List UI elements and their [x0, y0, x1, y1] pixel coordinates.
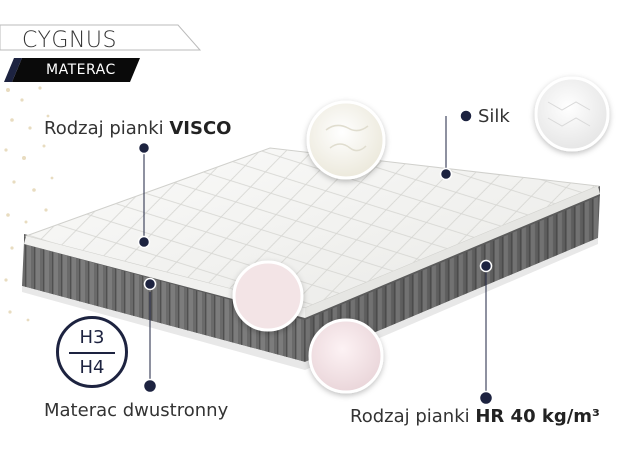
brand-subtitle: MATERAC [46, 62, 116, 78]
marker-two-sided-top [143, 277, 157, 291]
hardness-bottom: H4 [79, 357, 105, 378]
marker-hr-label [478, 390, 494, 406]
marker-visco-label [137, 141, 151, 155]
marker-two-sided-label [142, 378, 158, 394]
header-banner-shape [0, 24, 202, 82]
visco-label-bold: VISCO [169, 118, 232, 139]
hr-foam-inset [308, 318, 384, 394]
mattress-right-side [305, 193, 600, 362]
marker-visco-top [137, 235, 151, 249]
mattress-front-side [22, 242, 305, 362]
hardness-top: H3 [79, 327, 105, 348]
hr-label-text: Rodzaj pianki [350, 406, 476, 427]
decorative-stars [4, 86, 54, 322]
hardness-divider [69, 352, 115, 354]
hr-label-bold: HR 40 kg/m³ [475, 406, 600, 427]
two-sided-label: Materac dwustronny [44, 400, 229, 421]
marker-hr-top [479, 259, 493, 273]
visco-foam-inset [306, 100, 386, 180]
hardness-badge: H3 H4 [56, 316, 128, 388]
marker-silk-top [439, 167, 453, 181]
marker-silk-label [459, 109, 473, 123]
brand-title: CYGNUS [22, 28, 117, 53]
brand-header: CYGNUS MATERAC [0, 0, 210, 90]
foam-layers-inset [232, 260, 304, 332]
visco-label: Rodzaj pianki VISCO [44, 118, 231, 139]
hr-foam-label: Rodzaj pianki HR 40 kg/m³ [350, 406, 600, 427]
silk-fabric-inset [534, 76, 610, 152]
silk-label: Silk [478, 106, 510, 127]
visco-label-text: Rodzaj pianki [44, 118, 170, 139]
